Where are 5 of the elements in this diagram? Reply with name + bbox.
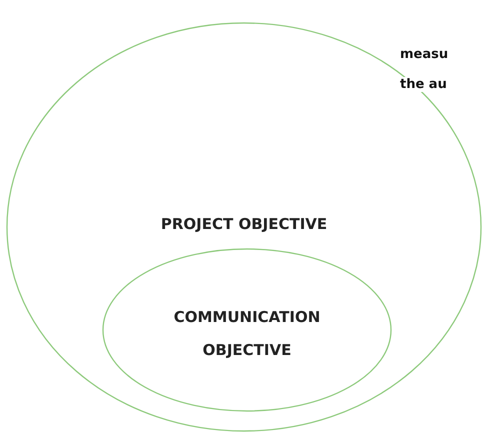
objective-label: COMMUNICATION OBJECTIVE bbox=[172, 307, 322, 361]
objective-ellipse bbox=[6, 22, 482, 432]
objective-ellipse bbox=[102, 248, 392, 412]
objective-label: PROJECT OBJECTIVE bbox=[160, 214, 328, 235]
cut-off-text: the au bbox=[398, 77, 447, 92]
